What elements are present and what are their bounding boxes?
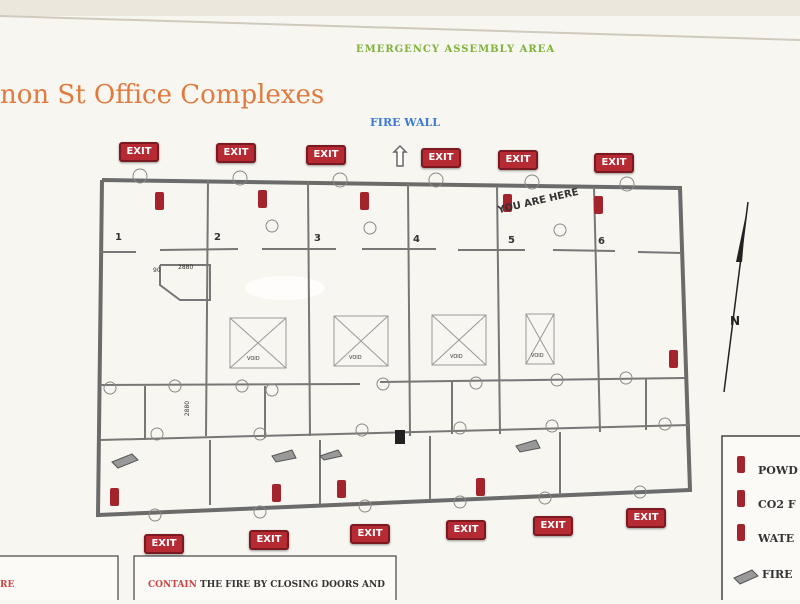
exit-sign: EXIT [249,530,289,550]
footer-notice-box [133,555,397,604]
room-number: 1 [115,232,122,243]
room-number: 5 [508,235,515,246]
exit-sign: EXIT [216,143,256,163]
north-arrow-icon: N [723,201,749,393]
building-outline [95,178,693,518]
void-label: VOID [349,355,362,361]
fire-blanket-icons [111,439,541,469]
up-arrow-icon [392,144,408,167]
exit-sign: EXIT [498,150,538,170]
assembly-area-label: EMERGENCY ASSEMBLY AREA [356,44,556,55]
legend-water: WATE [758,532,795,545]
footer-contain-word: CONTAIN [148,580,197,590]
legend-powder: POWD [758,464,798,477]
exit-sign: EXIT [446,520,486,540]
fire-door [395,430,405,444]
room-number: 6 [598,236,605,247]
exit-sign: EXIT [306,145,346,165]
dimension-label: 2880 [178,264,194,271]
legend-box [721,435,800,604]
exit-sign: EXIT [594,153,634,173]
exit-sign: EXIT [119,142,159,162]
dimension-label: 90 [153,267,161,274]
footer-notice: CONTAIN THE FIRE BY CLOSING DOORS AND [148,580,385,590]
void-label: VOID [531,353,544,359]
exit-sign: EXIT [626,508,666,528]
voids [229,313,555,369]
room-number: 3 [314,233,321,244]
legend-co2: CO2 F [758,498,796,511]
exit-sign: EXIT [533,516,573,536]
room-number: 4 [413,234,420,245]
extinguisher-icons [110,190,678,506]
void-label: VOID [450,354,463,360]
exit-sign: EXIT [421,148,461,168]
dimension-label: 2880 [184,400,192,417]
room-number: 2 [214,232,221,243]
page-title: non St Office Complexes [0,80,325,110]
footer-contain-rest: THE FIRE BY CLOSING DOORS AND [200,580,385,590]
fire-wall-label: FIRE WALL [370,116,440,129]
exit-sign: EXIT [350,524,390,544]
svg-text:N: N [730,314,740,328]
legend-fire-blanket: FIRE [762,568,793,581]
footer-left-label: RE [0,580,15,590]
door-swings [103,168,672,522]
void-label: VOID [247,356,260,362]
exit-sign: EXIT [144,534,184,554]
